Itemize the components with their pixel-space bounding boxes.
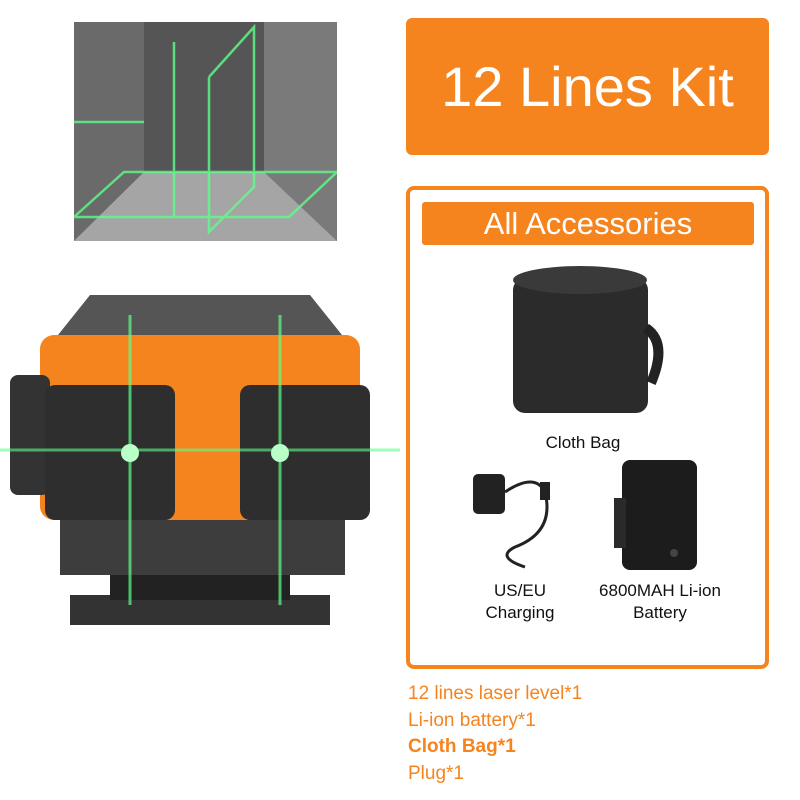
package-item: Cloth Bag*1 (408, 736, 516, 757)
package-item: 12 lines laser level*1 (408, 683, 583, 704)
charger-icon (473, 474, 550, 569)
charger-label-line2: Charging (485, 603, 555, 622)
battery-icon (614, 460, 697, 570)
laser-level-device (0, 295, 400, 625)
kit-title: 12 Lines Kit (406, 18, 769, 155)
package-item: Li-ion battery*1 (408, 709, 536, 731)
accessories-header: All Accessories (422, 202, 754, 245)
package-list: 12 lines laser level*1 Li-ion battery*1 … (408, 681, 582, 787)
cloth-bag-label: Cloth Bag (545, 433, 621, 452)
cloth-bag-icon (513, 266, 664, 413)
battery-label-line2: Battery (633, 603, 687, 622)
charger-label-line1: US/EU (494, 581, 546, 600)
battery-label: 6800MAH Li-ion Battery (585, 580, 735, 624)
charger-label: US/EU Charging (465, 580, 575, 624)
battery-label-line1: 6800MAH Li-ion (599, 581, 721, 600)
laser-cube-illustration (74, 22, 337, 241)
accessories-panel (406, 186, 769, 669)
package-item: Plug*1 (408, 762, 464, 784)
